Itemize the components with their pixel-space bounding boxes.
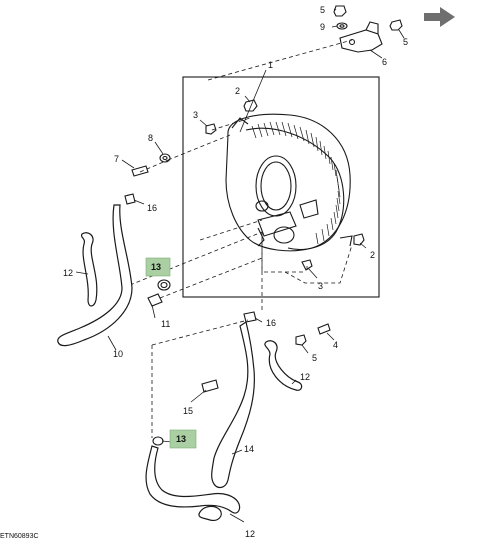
callout-2-right: 2: [370, 250, 375, 260]
callout-5-right: 5: [403, 37, 408, 47]
diagram-reference-code: ETN60893C: [0, 533, 39, 540]
hardware-items: [124, 5, 403, 446]
callout-2-top: 2: [235, 86, 240, 96]
callout-8: 8: [148, 133, 153, 143]
next-arrow-icon[interactable]: [424, 7, 455, 27]
leader-lines: [75, 8, 405, 523]
callout-10: 10: [113, 349, 123, 359]
callout-16-middle: 16: [266, 318, 276, 328]
alignment-lines: [129, 39, 353, 438]
callout-5-top: 5: [320, 5, 325, 15]
callout-16-top: 16: [147, 203, 157, 213]
callout-7: 7: [114, 154, 119, 164]
oil-cooler-assembly-frame: [182, 76, 380, 298]
highlight-box-13-upper: [145, 257, 171, 277]
callout-13-upper: 13: [151, 262, 161, 272]
callout-12-bottom: 12: [245, 529, 255, 539]
callout-15: 15: [183, 406, 193, 416]
callout-6: 6: [382, 57, 387, 67]
callout-12-right: 12: [300, 372, 310, 382]
callout-13-lower: 13: [176, 434, 186, 444]
callout-3-top: 3: [193, 110, 198, 120]
callout-5-lower: 5: [312, 353, 317, 363]
callout-3-right: 3: [318, 281, 323, 291]
callout-14: 14: [244, 444, 254, 454]
callout-1: 1: [268, 60, 273, 70]
mounting-bracket: [339, 21, 383, 53]
hoses: [57, 204, 303, 521]
oil-cooler: [225, 113, 353, 252]
callout-labels: 1 2 2 3 3 4 5 5 5 6 7 8 9 10 11 12 12 12…: [63, 5, 408, 539]
callout-4: 4: [333, 340, 338, 350]
callout-11: 11: [161, 319, 170, 329]
callout-12-left: 12: [63, 268, 73, 278]
callout-9: 9: [320, 22, 325, 32]
highlight-box-13-lower: [169, 429, 197, 449]
